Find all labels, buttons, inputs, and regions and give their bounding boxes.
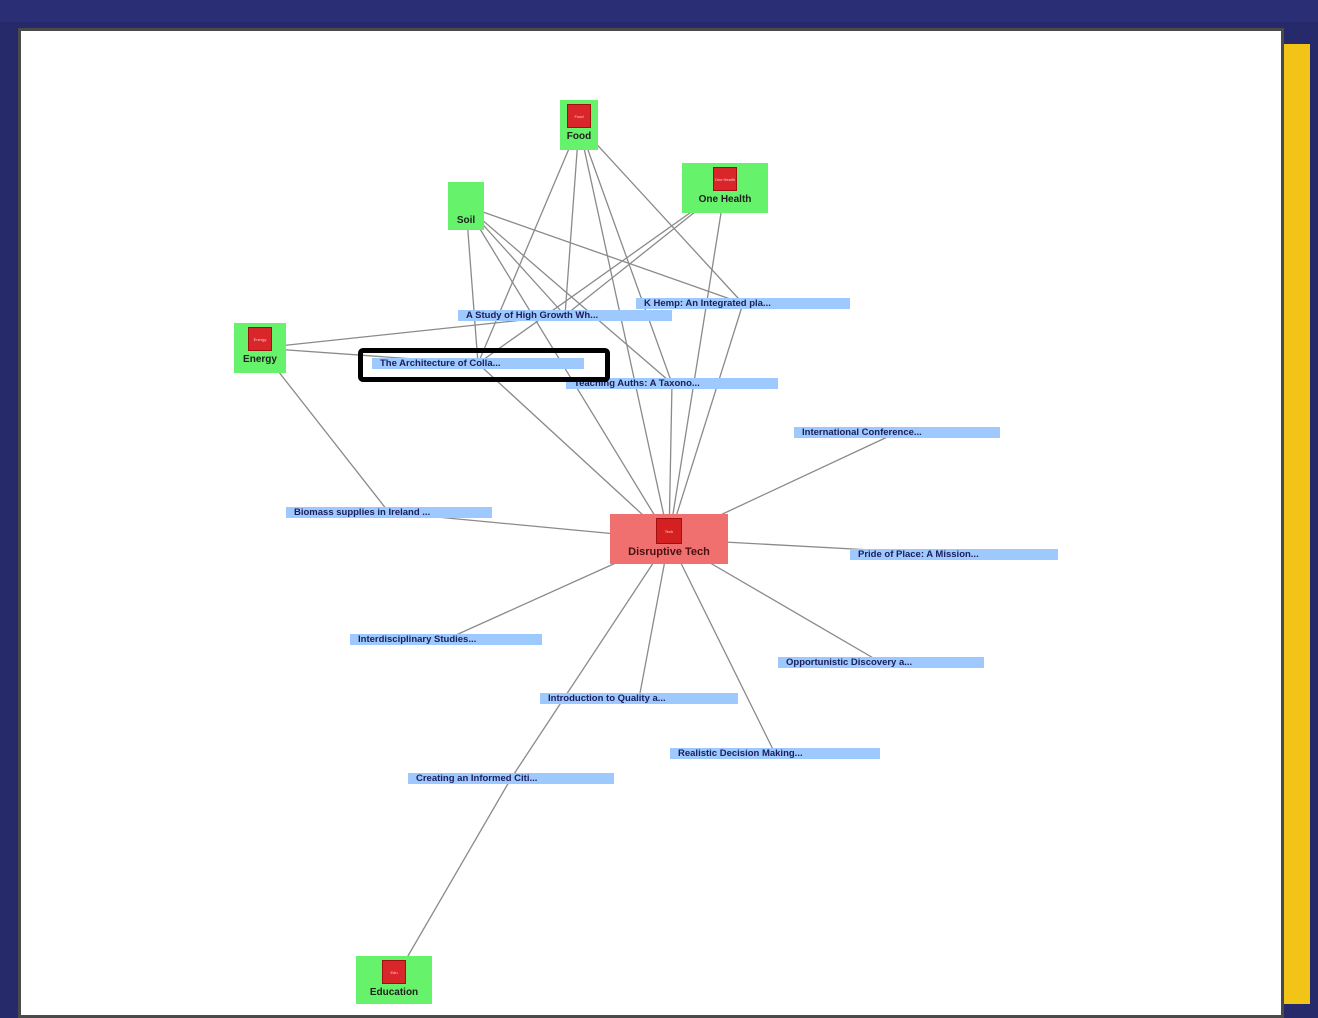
edge-one-health-architecture bbox=[477, 187, 726, 365]
selection-highlight bbox=[358, 348, 610, 382]
paper-node[interactable]: Pride of Place: A Mission... bbox=[850, 549, 1058, 560]
category-label: Food bbox=[566, 131, 592, 142]
edge-center-teaching bbox=[668, 383, 673, 540]
edge-center-food bbox=[578, 124, 670, 540]
edge-food-teaching bbox=[578, 124, 673, 384]
edge-soil-teaching bbox=[465, 205, 673, 384]
education-icon: Edu bbox=[382, 960, 406, 984]
category-node-energy[interactable]: Energy Energy bbox=[234, 323, 286, 373]
paper-node[interactable]: International Conference... bbox=[794, 427, 1000, 438]
category-node-soil[interactable]: Soil bbox=[448, 182, 484, 230]
edge-food-study bbox=[564, 124, 580, 316]
food-icon: Food bbox=[567, 104, 591, 128]
paper-node[interactable]: Opportunistic Discovery a... bbox=[778, 657, 984, 668]
center-node-disruptive-tech[interactable]: Tech Disruptive Tech bbox=[610, 514, 728, 564]
category-node-education[interactable]: Edu Education bbox=[356, 956, 432, 1004]
edge-soil-architecture bbox=[465, 205, 479, 364]
side-accent-bar bbox=[1284, 44, 1310, 1004]
category-node-one-health[interactable]: One Health One Health bbox=[682, 163, 768, 213]
category-label: Soil bbox=[456, 215, 476, 226]
paper-node[interactable]: Realistic Decision Making... bbox=[670, 748, 880, 759]
edge-food-architecture bbox=[477, 124, 580, 364]
paper-node[interactable]: Biomass supplies in Ireland ... bbox=[286, 507, 492, 518]
category-label: Education bbox=[369, 987, 419, 998]
energy-icon: Energy bbox=[248, 327, 272, 351]
category-label: Energy bbox=[243, 354, 277, 365]
edge-center-one-health bbox=[668, 187, 726, 540]
paper-node[interactable]: K Hemp: An Integrated pla... bbox=[636, 298, 850, 309]
paper-node[interactable]: Creating an Informed Citi... bbox=[408, 773, 614, 784]
one-health-icon: One Health bbox=[713, 167, 737, 191]
edge-energy-biomass bbox=[259, 347, 390, 513]
paper-node[interactable]: Teaching Auths: A Taxono... bbox=[566, 378, 778, 389]
category-label: One Health bbox=[698, 194, 752, 205]
paper-node[interactable]: The Architecture of Colla... bbox=[372, 358, 584, 369]
center-node-label: Disruptive Tech bbox=[628, 546, 710, 558]
edge-center-creating bbox=[510, 538, 670, 779]
edge-center-introduction bbox=[638, 538, 670, 699]
edge-food-hemp bbox=[578, 124, 744, 304]
paper-node[interactable]: Introduction to Quality a... bbox=[540, 693, 738, 704]
edge-soil-hemp bbox=[465, 205, 744, 305]
edge-center-soil bbox=[465, 205, 670, 540]
top-bar bbox=[0, 0, 1318, 22]
tech-icon: Tech bbox=[656, 518, 682, 544]
paper-node[interactable]: Interdisciplinary Studies... bbox=[350, 634, 542, 645]
category-node-food[interactable]: Food Food bbox=[560, 100, 598, 150]
paper-node[interactable]: A Study of High Growth Wh... bbox=[458, 310, 672, 321]
edge-education-creating bbox=[393, 778, 512, 981]
edge-center-hemp bbox=[668, 303, 744, 540]
edge-center-architecture bbox=[477, 363, 670, 540]
edge-center-realistic bbox=[668, 538, 776, 754]
